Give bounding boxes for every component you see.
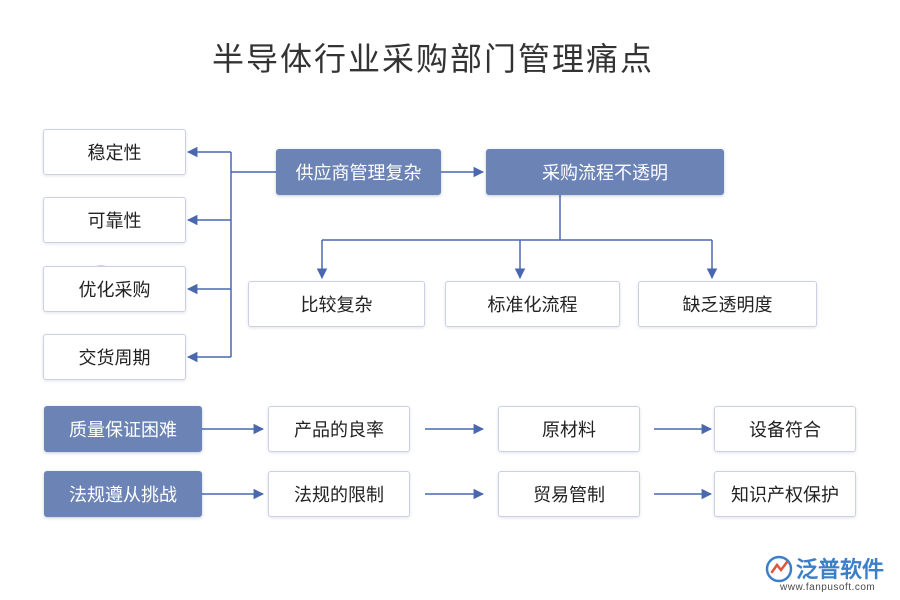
node-optimize-procurement: 优化采购 bbox=[43, 266, 186, 312]
node-regulatory-compliance: 法规遵从挑战 bbox=[44, 471, 202, 517]
brand-url: www.fanpusoft.com bbox=[780, 582, 876, 593]
node-equipment-compliance: 设备符合 bbox=[714, 406, 856, 452]
node-procurement-process: 采购流程不透明 bbox=[486, 149, 724, 195]
node-supplier-management: 供应商管理复杂 bbox=[276, 149, 441, 195]
node-quality-assurance: 质量保证困难 bbox=[44, 406, 202, 452]
node-raw-materials: 原材料 bbox=[498, 406, 640, 452]
node-reliability: 可靠性 bbox=[43, 197, 186, 243]
node-product-yield: 产品的良率 bbox=[268, 406, 410, 452]
node-standardized-process: 标准化流程 bbox=[445, 281, 620, 327]
node-delivery-cycle: 交货周期 bbox=[43, 334, 186, 380]
diagram-title: 半导体行业采购部门管理痛点 bbox=[211, 40, 654, 78]
brand-name: 泛普软件 bbox=[796, 558, 885, 583]
brand-mark-icon bbox=[765, 555, 793, 583]
brand-logo: 泛普软件 www.fanpusoft.com bbox=[764, 552, 894, 596]
node-lack-transparency: 缺乏透明度 bbox=[638, 281, 817, 327]
node-regulation-limits: 法规的限制 bbox=[268, 471, 410, 517]
node-complex-comparison: 比较复杂 bbox=[248, 281, 425, 327]
node-ip-protection: 知识产权保护 bbox=[714, 471, 856, 517]
node-stability: 稳定性 bbox=[43, 129, 186, 175]
node-trade-control: 贸易管制 bbox=[498, 471, 640, 517]
